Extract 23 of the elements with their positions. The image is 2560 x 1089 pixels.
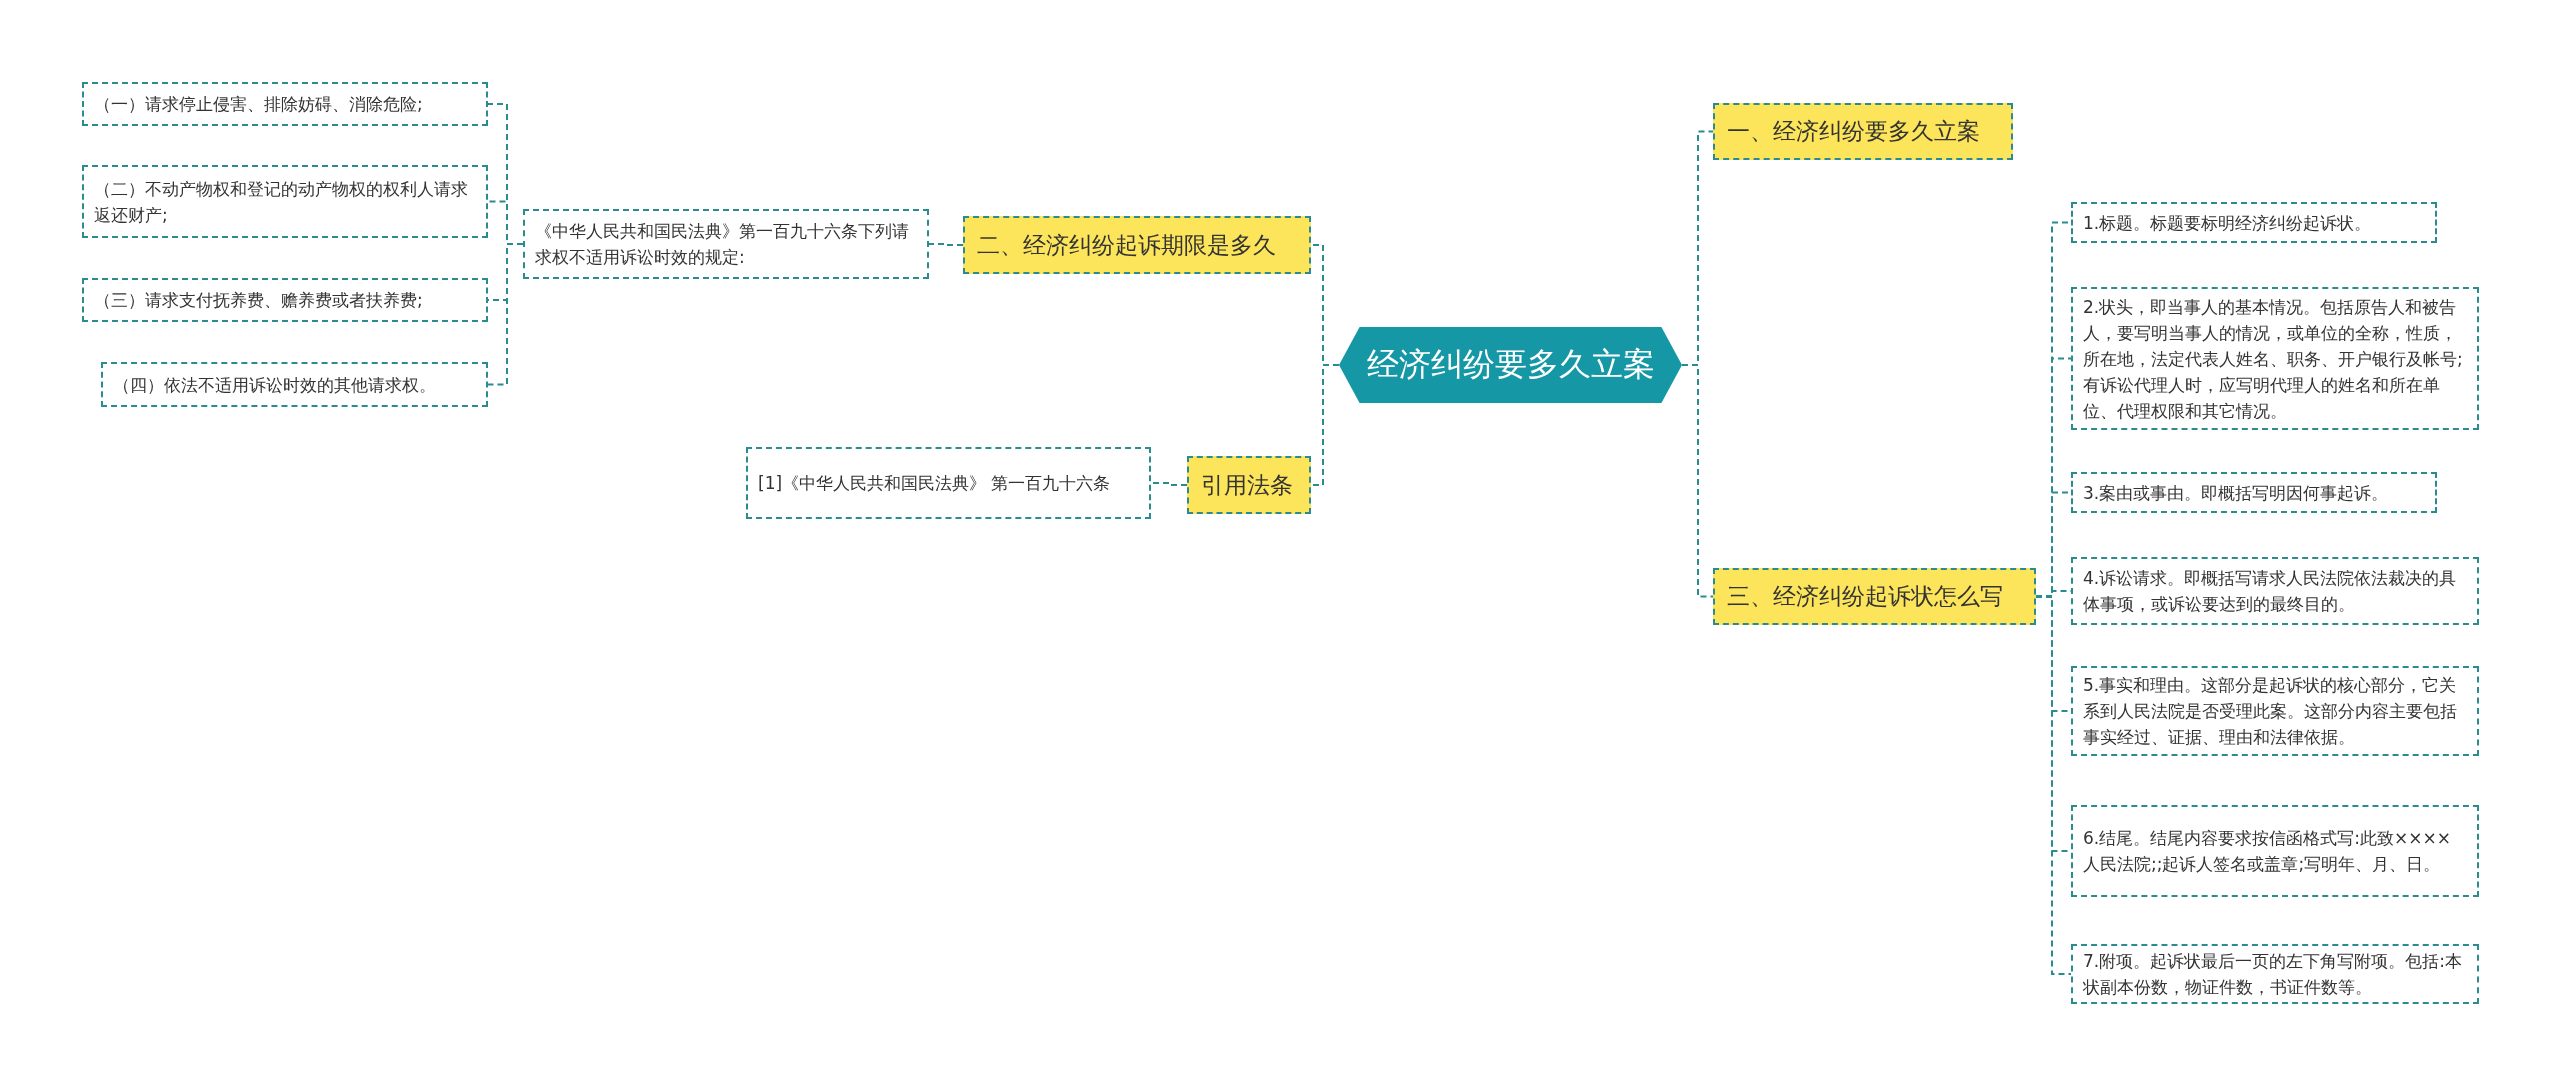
text-box: 4.诉讼请求。即概括写请求人民法院依法裁决的具体事项，或诉讼要达到的最终目的。 [2071, 557, 2479, 625]
central-topic: 经济纠纷要多久立案 [1339, 327, 1682, 403]
text-box: 3.案由或事由。即概括写明因何事起诉。 [2071, 472, 2437, 513]
topic-box: 二、经济纠纷起诉期限是多久 [963, 216, 1311, 274]
text-box: （四）依法不适用诉讼时效的其他请求权。 [101, 362, 488, 407]
connector-line [1150, 482, 1188, 486]
topic-box: 引用法条 [1187, 456, 1311, 514]
text-box: 1.标题。标题要标明经济纠纷起诉状。 [2071, 202, 2437, 243]
text-box: 2.状头，即当事人的基本情况。包括原告人和被告人，要写明当事人的情况，或单位的全称，性质，所在地，法定代表人姓名、职务、开户银行及帐号;有诉讼代理人时，应写明代理人的姓名和所在单位、代理权限和其它情况。 [2071, 287, 2479, 430]
connector-line [487, 243, 524, 386]
topic-box: 三、经济纠纷起诉状怎么写 [1713, 568, 2036, 625]
connector-line [1310, 364, 1340, 486]
text-box: 5.事实和理由。这部分是起诉状的核心部分，它关系到人民法院是否受理此案。这部分内容主要包括事实经过、证据、理由和法律依据。 [2071, 666, 2479, 756]
text-box: 《中华人民共和国民法典》第一百九十六条下列请求权不适用诉讼时效的规定: [523, 209, 929, 279]
connector-line [1681, 364, 1714, 598]
text-box: 6.结尾。结尾内容要求按信函格式写:此致××××人民法院;;起诉人签名或盖章;写明年、月、日。 [2071, 805, 2479, 897]
topic-box: 一、经济纠纷要多久立案 [1713, 103, 2013, 160]
text-box: 7.附项。起诉状最后一页的左下角写附项。包括:本状副本份数，物证件数，书证件数等。 [2071, 944, 2479, 1004]
text-box: [1]《中华人民共和国民法典》 第一百九十六条 [746, 447, 1151, 519]
text-box: （三）请求支付抚养费、赡养费或者扶养费; [82, 278, 488, 322]
text-box: （一）请求停止侵害、排除妨碍、消除危险; [82, 82, 488, 126]
connector-line [928, 243, 964, 246]
text-box: （二）不动产物权和登记的动产物权的权利人请求返还财产; [82, 165, 488, 238]
